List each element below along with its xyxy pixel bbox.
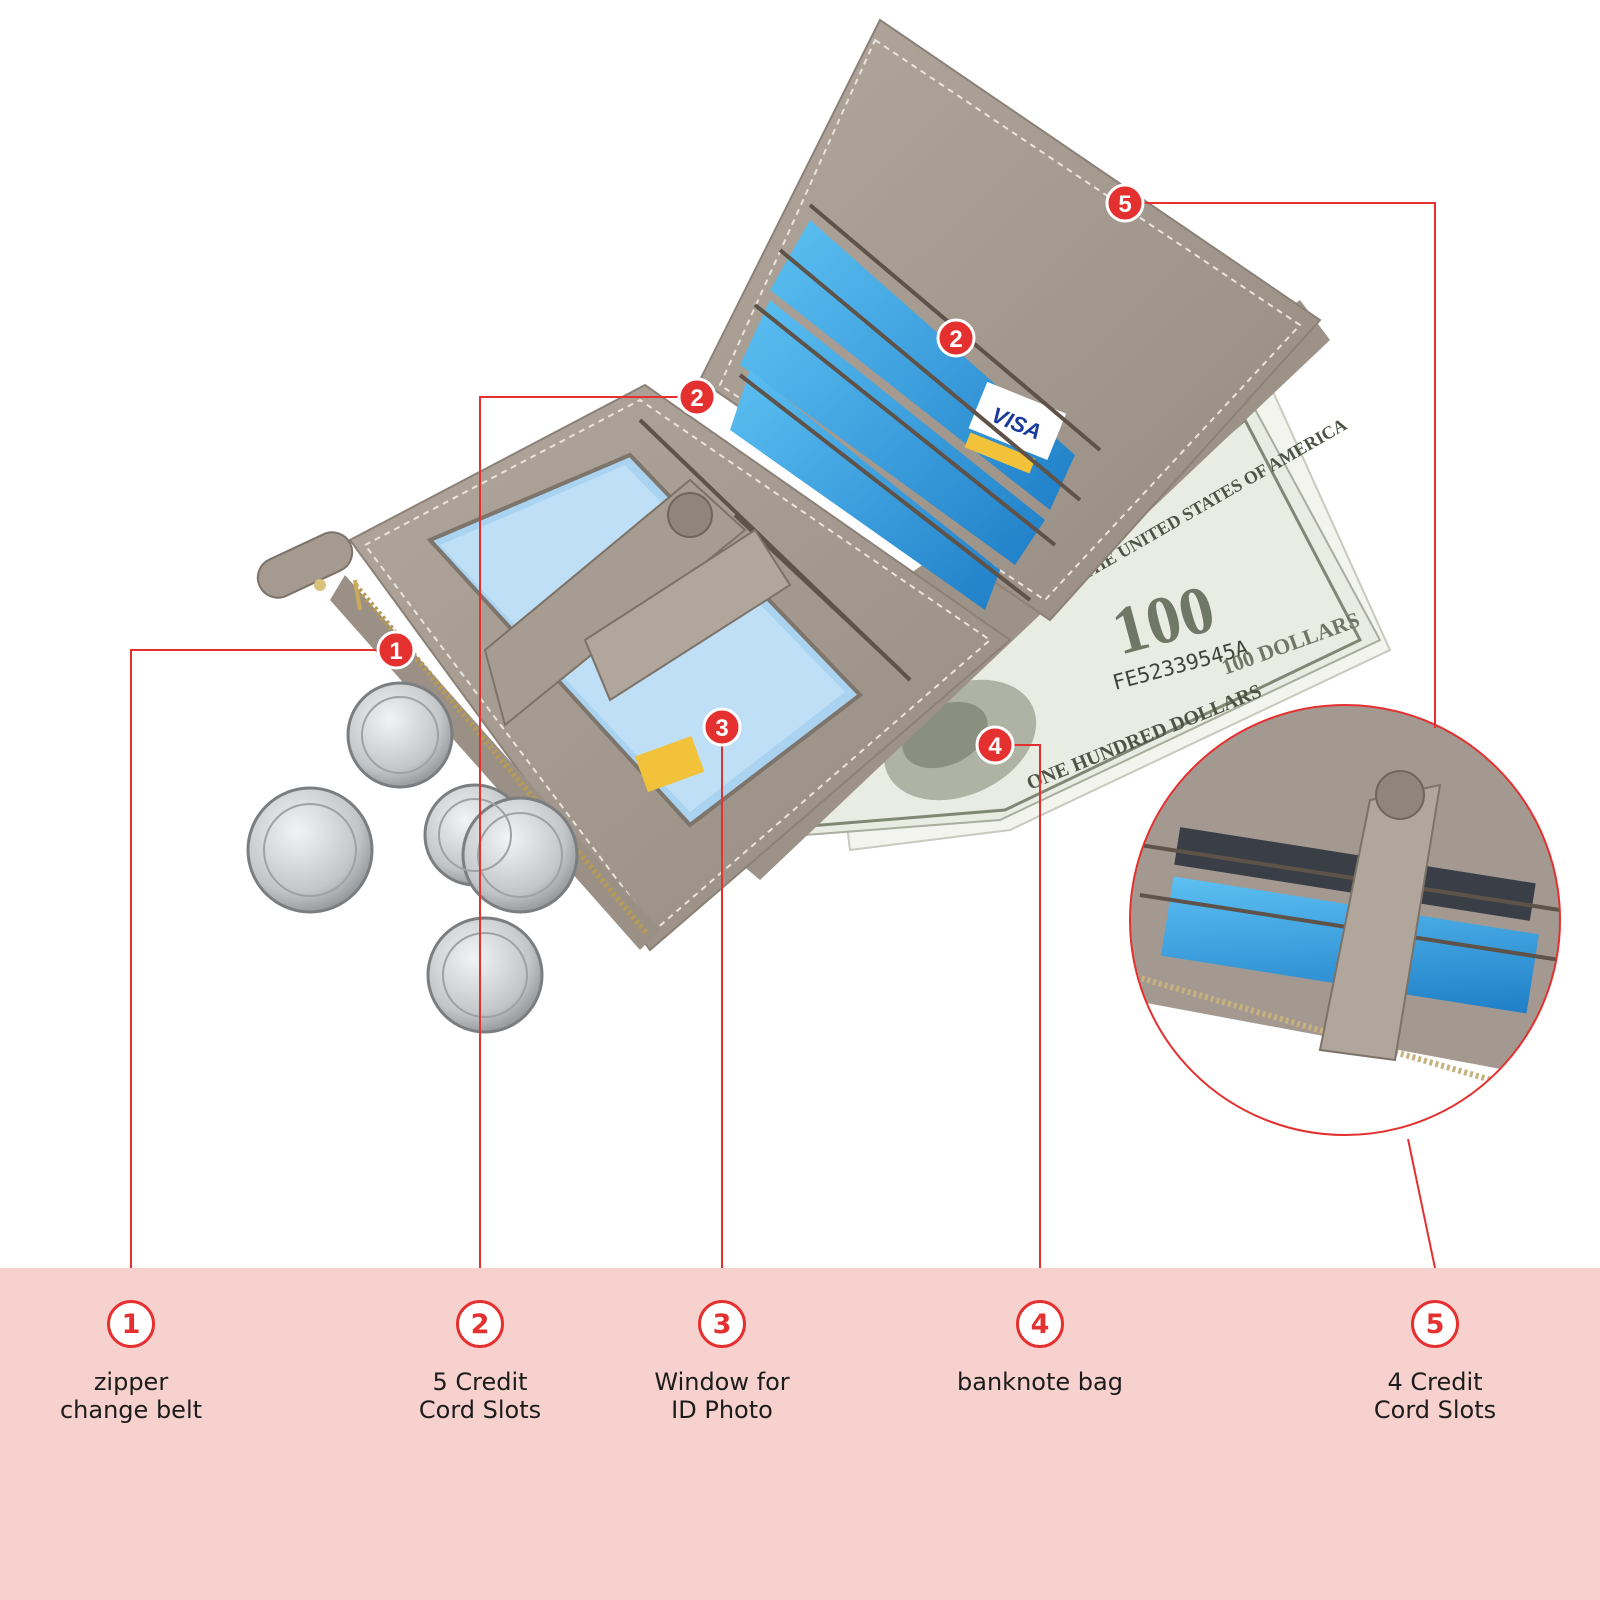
legend-band (0, 1268, 1600, 1600)
legend-label-4: banknote bag (957, 1368, 1123, 1396)
snap-button (667, 492, 713, 538)
legend-badge-5: 5 (1411, 1300, 1459, 1348)
coin (246, 786, 374, 914)
legend-item-5: 5 4 Credit Cord Slots (1325, 1300, 1545, 1424)
callout-3: 3 (702, 707, 742, 747)
zipper-track (352, 583, 651, 937)
legend-label-5: 4 Credit Cord Slots (1373, 1368, 1497, 1424)
legend-label-1: zipper change belt (59, 1368, 203, 1424)
callout-3-number: 3 (715, 715, 728, 742)
callout-4: 4 (975, 725, 1015, 765)
callout-4-number: 4 (988, 733, 1002, 760)
banknote: 100 THE UNITED STATES OF AMERICA FE52339… (737, 358, 1392, 852)
coin (461, 796, 579, 914)
id-window-panel (348, 383, 1012, 952)
callout-2-cards: 2 (936, 318, 976, 358)
legend-badge-2: 2 (456, 1300, 504, 1348)
coins (246, 681, 579, 1034)
legend-item-4: 4 banknote bag (930, 1300, 1150, 1396)
callout-5-number: 5 (1118, 191, 1131, 218)
legend-item-3: 3 Window for ID Photo (612, 1300, 832, 1424)
legend-item-1: 1 zipper change belt (21, 1300, 241, 1424)
callout-5: 5 (1105, 183, 1145, 223)
zoom-inset (1129, 704, 1561, 1136)
callout-1: 1 (376, 630, 416, 670)
legend-item-2: 2 5 Credit Cord Slots (370, 1300, 590, 1424)
callout-2-number: 2 (690, 385, 703, 412)
legend-label-3: Window for ID Photo (654, 1368, 790, 1424)
callout-1-number: 1 (389, 638, 402, 665)
callout-2: 2 (677, 377, 717, 417)
legend-badge-1: 1 (107, 1300, 155, 1348)
legend-badge-3: 3 (698, 1300, 746, 1348)
coin (346, 681, 454, 789)
credit-cards: VISA (730, 220, 1075, 610)
snap-strap (483, 478, 792, 727)
callout-2-cards-number: 2 (949, 326, 962, 353)
legend-label-2: 5 Credit Cord Slots (418, 1368, 542, 1424)
coin (426, 916, 544, 1034)
zipper-pull (256, 531, 362, 611)
legend-badge-4: 4 (1016, 1300, 1064, 1348)
